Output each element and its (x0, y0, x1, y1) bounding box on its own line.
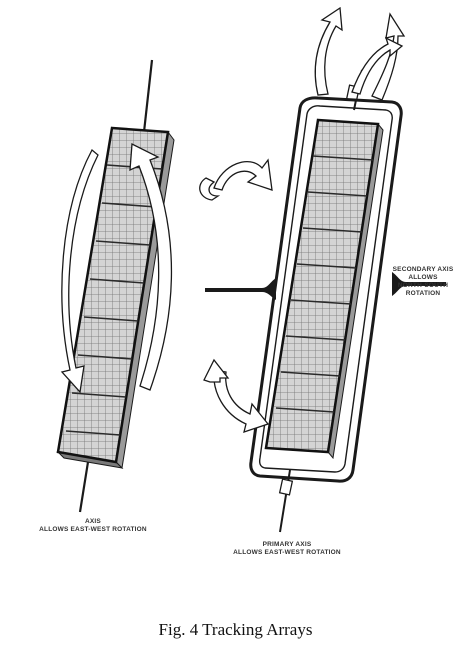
primary-rotation-arrows (314, 6, 406, 101)
upper-loop-arrow (213, 158, 273, 191)
axis-label-line-2: ALLOWS EAST-WEST ROTATION (39, 526, 147, 533)
dual-axis-tracker (199, 6, 446, 533)
figure-caption: Fig. 4 Tracking Arrays (158, 620, 313, 639)
tracker-frame-inner (258, 105, 393, 473)
upper-loop-arrow-tail (199, 177, 221, 201)
solar-panel-face (264, 118, 380, 454)
tracking-arrays-diagram (56, 6, 446, 533)
primary-label-line-1: PRIMARY AXIS (262, 541, 312, 548)
secondary-label-line-3: NORTH-SOUTH (397, 282, 449, 289)
solar-panel-face (56, 126, 170, 464)
top-mid-arrow (351, 36, 404, 95)
axis-rod-top (142, 59, 154, 133)
top-left-arrow (314, 6, 343, 96)
tracker-frame (249, 96, 403, 483)
secondary-axis-rod-left (205, 278, 276, 300)
single-axis-tracker (56, 59, 175, 513)
secondary-label-line-4: ROTATION (405, 290, 441, 297)
primary-axis-label: PRIMARY AXIS ALLOWS EAST-WEST ROTATION (212, 541, 362, 557)
left-curved-arrow (60, 148, 99, 394)
top-right-arrow (371, 12, 406, 101)
secondary-axis-rod-right (392, 272, 446, 296)
east-west-rotation-arrows (60, 142, 173, 394)
panel-row-lines (275, 155, 374, 413)
lower-loop-arrow (213, 369, 270, 433)
axis-rod-bottom (78, 461, 90, 513)
single-axis-label: AXIS ALLOWS EAST-WEST ROTATION (18, 518, 168, 534)
primary-axis-bearing-bottom (278, 478, 294, 496)
axis-label-line-1: AXIS (85, 518, 101, 525)
secondary-axis-label: SECONDARY AXIS ALLOWS NORTH-SOUTH ROTATI… (384, 266, 462, 298)
lower-loop-arrow-head (203, 358, 230, 383)
panel-row-lines (65, 164, 163, 436)
secondary-label-line-1: SECONDARY AXIS (392, 266, 454, 273)
right-curved-arrow (129, 142, 173, 391)
secondary-rotation-arrows (199, 158, 273, 433)
secondary-label-line-2: ALLOWS (408, 274, 438, 281)
primary-label-line-2: ALLOWS EAST-WEST ROTATION (233, 549, 341, 556)
